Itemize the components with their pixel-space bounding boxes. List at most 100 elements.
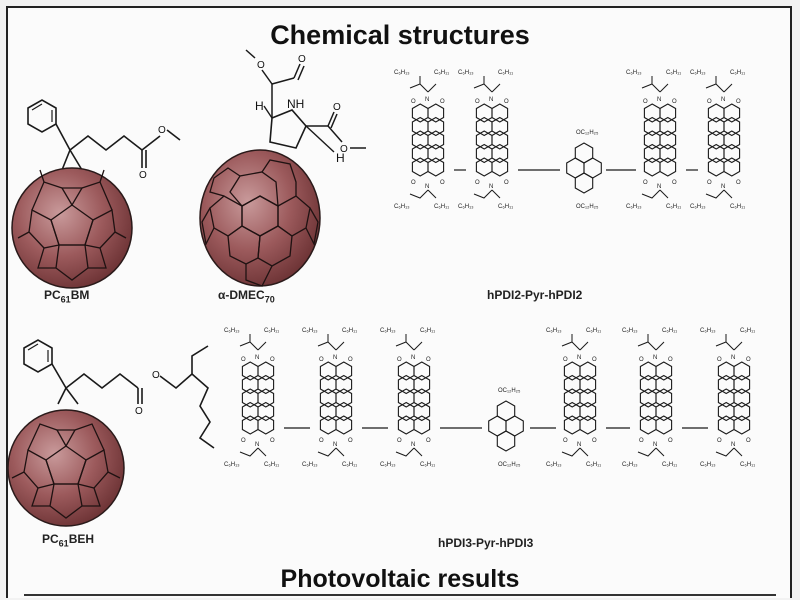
oxygen-atom-label: O xyxy=(241,438,246,444)
hydrogen-atom-label: H xyxy=(336,151,345,165)
pc61beh-fullerene xyxy=(7,409,125,527)
oxygen-atom-label: O xyxy=(257,60,265,71)
alkyl-chain-label: C₆H₁₁ xyxy=(264,462,279,468)
oxygen-atom-label: O xyxy=(563,438,568,444)
nitrogen-atom-label: N xyxy=(721,184,725,190)
nitrogen-atom-label: N xyxy=(721,97,725,103)
nitrogen-atom-label: N xyxy=(425,184,429,190)
alkyl-chain-label: C₆H₁₁ xyxy=(434,70,449,76)
alkoxy-chain-label: OC₁₂H₂₅ xyxy=(498,388,521,394)
pc61bm-structure: O O xyxy=(27,99,181,181)
alkyl-chain-label: C₆H₁₃ xyxy=(690,70,706,76)
oxygen-atom-label: O xyxy=(426,357,431,363)
alkyl-chain-label: C₆H₁₁ xyxy=(420,462,435,468)
nitrogen-atom-label: N xyxy=(255,355,259,361)
oxygen-atom-label: O xyxy=(340,144,348,155)
nitrogen-atom-label: N xyxy=(731,355,735,361)
alkyl-chain-label: C₆H₁₃ xyxy=(224,328,240,334)
alkyl-chain-label: C₆H₁₁ xyxy=(498,204,513,210)
oxygen-atom-label: O xyxy=(736,180,741,186)
oxygen-atom-label: O xyxy=(592,438,597,444)
alkyl-chain-label: C₆H₁₁ xyxy=(662,328,677,334)
oxygen-atom-label: O xyxy=(440,180,445,186)
alkyl-chain-label: C₆H₁₃ xyxy=(626,204,642,210)
alkyl-chain-label: C₆H₁₁ xyxy=(420,328,435,334)
oxygen-atom-label: O xyxy=(504,99,509,105)
oxygen-atom-label: O xyxy=(152,370,160,381)
oxygen-atom-label: O xyxy=(639,357,644,363)
alkyl-chain-label: C₆H₁₃ xyxy=(622,328,638,334)
alkyl-chain-label: C₆H₁₃ xyxy=(394,70,410,76)
oxygen-atom-label: O xyxy=(426,438,431,444)
oxygen-atom-label: O xyxy=(672,99,677,105)
alkyl-chain-label: C₆H₁₁ xyxy=(662,462,677,468)
oxygen-atom-label: O xyxy=(348,357,353,363)
oxygen-atom-label: O xyxy=(717,438,722,444)
oxygen-atom-label: O xyxy=(158,125,166,136)
nitrogen-atom-label: N xyxy=(653,355,657,361)
oxygen-atom-label: O xyxy=(333,102,341,113)
nitrogen-atom-label: N xyxy=(657,184,661,190)
figure-frame xyxy=(6,6,792,598)
alkyl-chain-label: C₆H₁₁ xyxy=(740,462,755,468)
oxygen-atom-label: O xyxy=(298,54,306,65)
alkyl-chain-label: C₆H₁₁ xyxy=(666,70,681,76)
oxygen-atom-label: O xyxy=(348,438,353,444)
alkyl-chain-label: C₆H₁₁ xyxy=(586,328,601,334)
alkyl-chain-label: C₆H₁₁ xyxy=(730,70,745,76)
alkyl-chain-label: C₆H₁₃ xyxy=(700,462,716,468)
oxygen-atom-label: O xyxy=(241,357,246,363)
oxygen-atom-label: O xyxy=(504,180,509,186)
alkyl-chain-label: C₆H₁₃ xyxy=(546,328,562,334)
alkyl-chain-label: C₆H₁₃ xyxy=(302,328,318,334)
oxygen-atom-label: O xyxy=(270,357,275,363)
alkyl-chain-label: C₆H₁₁ xyxy=(666,204,681,210)
pc61bm-label: PC61BM xyxy=(44,288,90,305)
oxygen-atom-label: O xyxy=(668,357,673,363)
alkyl-chain-label: C₆H₁₁ xyxy=(730,204,745,210)
hydrogen-atom-label: H xyxy=(255,99,264,113)
nitrogen-atom-label: N xyxy=(657,97,661,103)
alkyl-chain-label: C₆H₁₃ xyxy=(380,462,396,468)
section-divider xyxy=(24,594,776,596)
alkoxy-chain-label: OC₁₂H₂₅ xyxy=(576,204,599,210)
oxygen-atom-label: O xyxy=(707,180,712,186)
alkyl-chain-label: C₆H₁₁ xyxy=(740,328,755,334)
alkyl-chain-label: C₆H₁₁ xyxy=(434,204,449,210)
oxygen-atom-label: O xyxy=(411,99,416,105)
alkyl-chain-label: C₆H₁₁ xyxy=(342,328,357,334)
oxygen-atom-label: O xyxy=(736,99,741,105)
alkyl-chain-label: C₆H₁₃ xyxy=(224,462,240,468)
alkyl-chain-label: C₆H₁₃ xyxy=(458,70,474,76)
alkyl-chain-label: C₆H₁₁ xyxy=(342,462,357,468)
pdi3-structure: C₆H₁₃ C₆H₁₁ N O O N O O C₆H₁₃ C₆H₁₁ C₆H₁₃ C₆H₁₁ N O O N… xyxy=(224,328,755,468)
oxygen-atom-label: O xyxy=(717,357,722,363)
pdi2-structure: C₆H₁₃ C₆H₁₁ N O O N O O C₆H₁₃ C₆H₁₁ C₆H₁₃ C₆H₁₁ N O O N… xyxy=(394,70,745,210)
alkyl-chain-label: C₆H₁₃ xyxy=(700,328,716,334)
alkyl-chain-label: C₆H₁₃ xyxy=(302,462,318,468)
oxygen-atom-label: O xyxy=(475,99,480,105)
alkyl-chain-label: C₆H₁₃ xyxy=(380,328,396,334)
alkyl-chain-label: C₆H₁₃ xyxy=(458,204,474,210)
dmec70-fullerene xyxy=(199,149,321,287)
oxygen-atom-label: O xyxy=(440,99,445,105)
pc61beh-label: PC61BEH xyxy=(42,532,95,549)
nh-atom-label: NH xyxy=(287,97,304,111)
oxygen-atom-label: O xyxy=(707,99,712,105)
oxygen-atom-label: O xyxy=(319,438,324,444)
alkyl-chain-label: C₆H₁₃ xyxy=(546,462,562,468)
oxygen-atom-label: O xyxy=(643,180,648,186)
oxygen-atom-label: O xyxy=(563,357,568,363)
alkyl-chain-label: C₆H₁₃ xyxy=(622,462,638,468)
oxygen-atom-label: O xyxy=(397,357,402,363)
nitrogen-atom-label: N xyxy=(333,442,337,448)
